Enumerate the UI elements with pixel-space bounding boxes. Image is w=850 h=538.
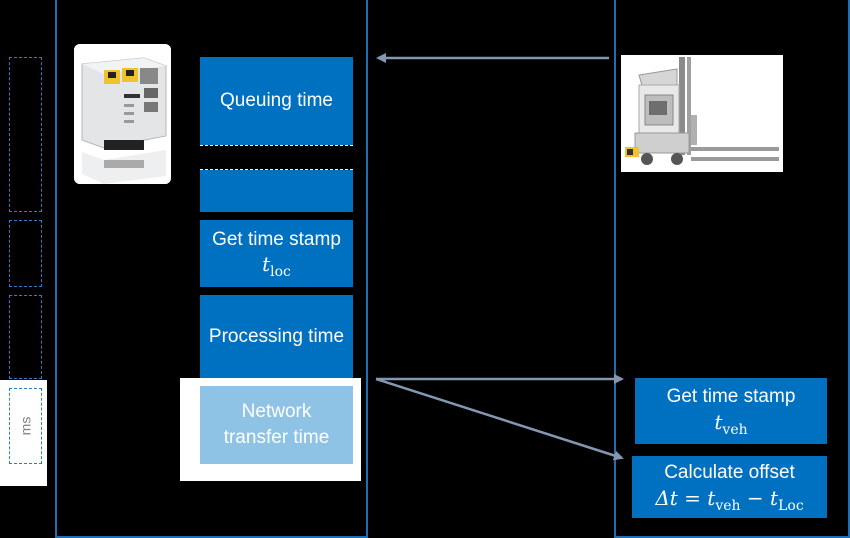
t-loc-formula: tloc bbox=[262, 252, 291, 281]
queuing-gap-dashed bbox=[200, 145, 353, 170]
calculate-offset-block: Calculate offset Δt = tveh − tLoc bbox=[632, 456, 827, 518]
time-scale-segment-3 bbox=[9, 295, 42, 379]
processing-time-label: Processing time bbox=[208, 325, 345, 347]
network-label-line2: transfer time bbox=[223, 427, 330, 448]
get-time-stamp-loc-label: Get time stamp bbox=[212, 228, 341, 250]
forklift-vehicle-image bbox=[621, 55, 783, 172]
time-scale-segment-1 bbox=[9, 57, 42, 212]
time-scale-segment-2 bbox=[9, 220, 42, 287]
queuing-time-label: Queuing time bbox=[219, 90, 333, 112]
network-label-line1: Network bbox=[241, 401, 312, 423]
network-transfer-time-block: Network transfer time bbox=[200, 386, 353, 464]
offset-formula: Δt = tveh − tLoc bbox=[655, 485, 804, 514]
queuing-time-block: Queuing time bbox=[200, 57, 353, 145]
get-time-stamp-veh-block: Get time stamp tveh bbox=[635, 378, 827, 444]
get-time-stamp-veh-label: Get time stamp bbox=[666, 386, 796, 408]
get-time-stamp-loc-block: Get time stamp tloc bbox=[200, 220, 353, 287]
queuing-time-block-continued bbox=[200, 170, 353, 212]
calculate-offset-label: Calculate offset bbox=[664, 462, 795, 484]
time-scale-segment-4: ms bbox=[9, 388, 42, 464]
processing-time-block: Processing time bbox=[200, 295, 353, 378]
t-veh-formula: tveh bbox=[714, 409, 748, 438]
safety-controller-device-image bbox=[74, 44, 171, 184]
time-unit-label: ms bbox=[17, 416, 34, 436]
time-scale-band bbox=[0, 380, 47, 486]
offset-arrow bbox=[375, 377, 624, 461]
